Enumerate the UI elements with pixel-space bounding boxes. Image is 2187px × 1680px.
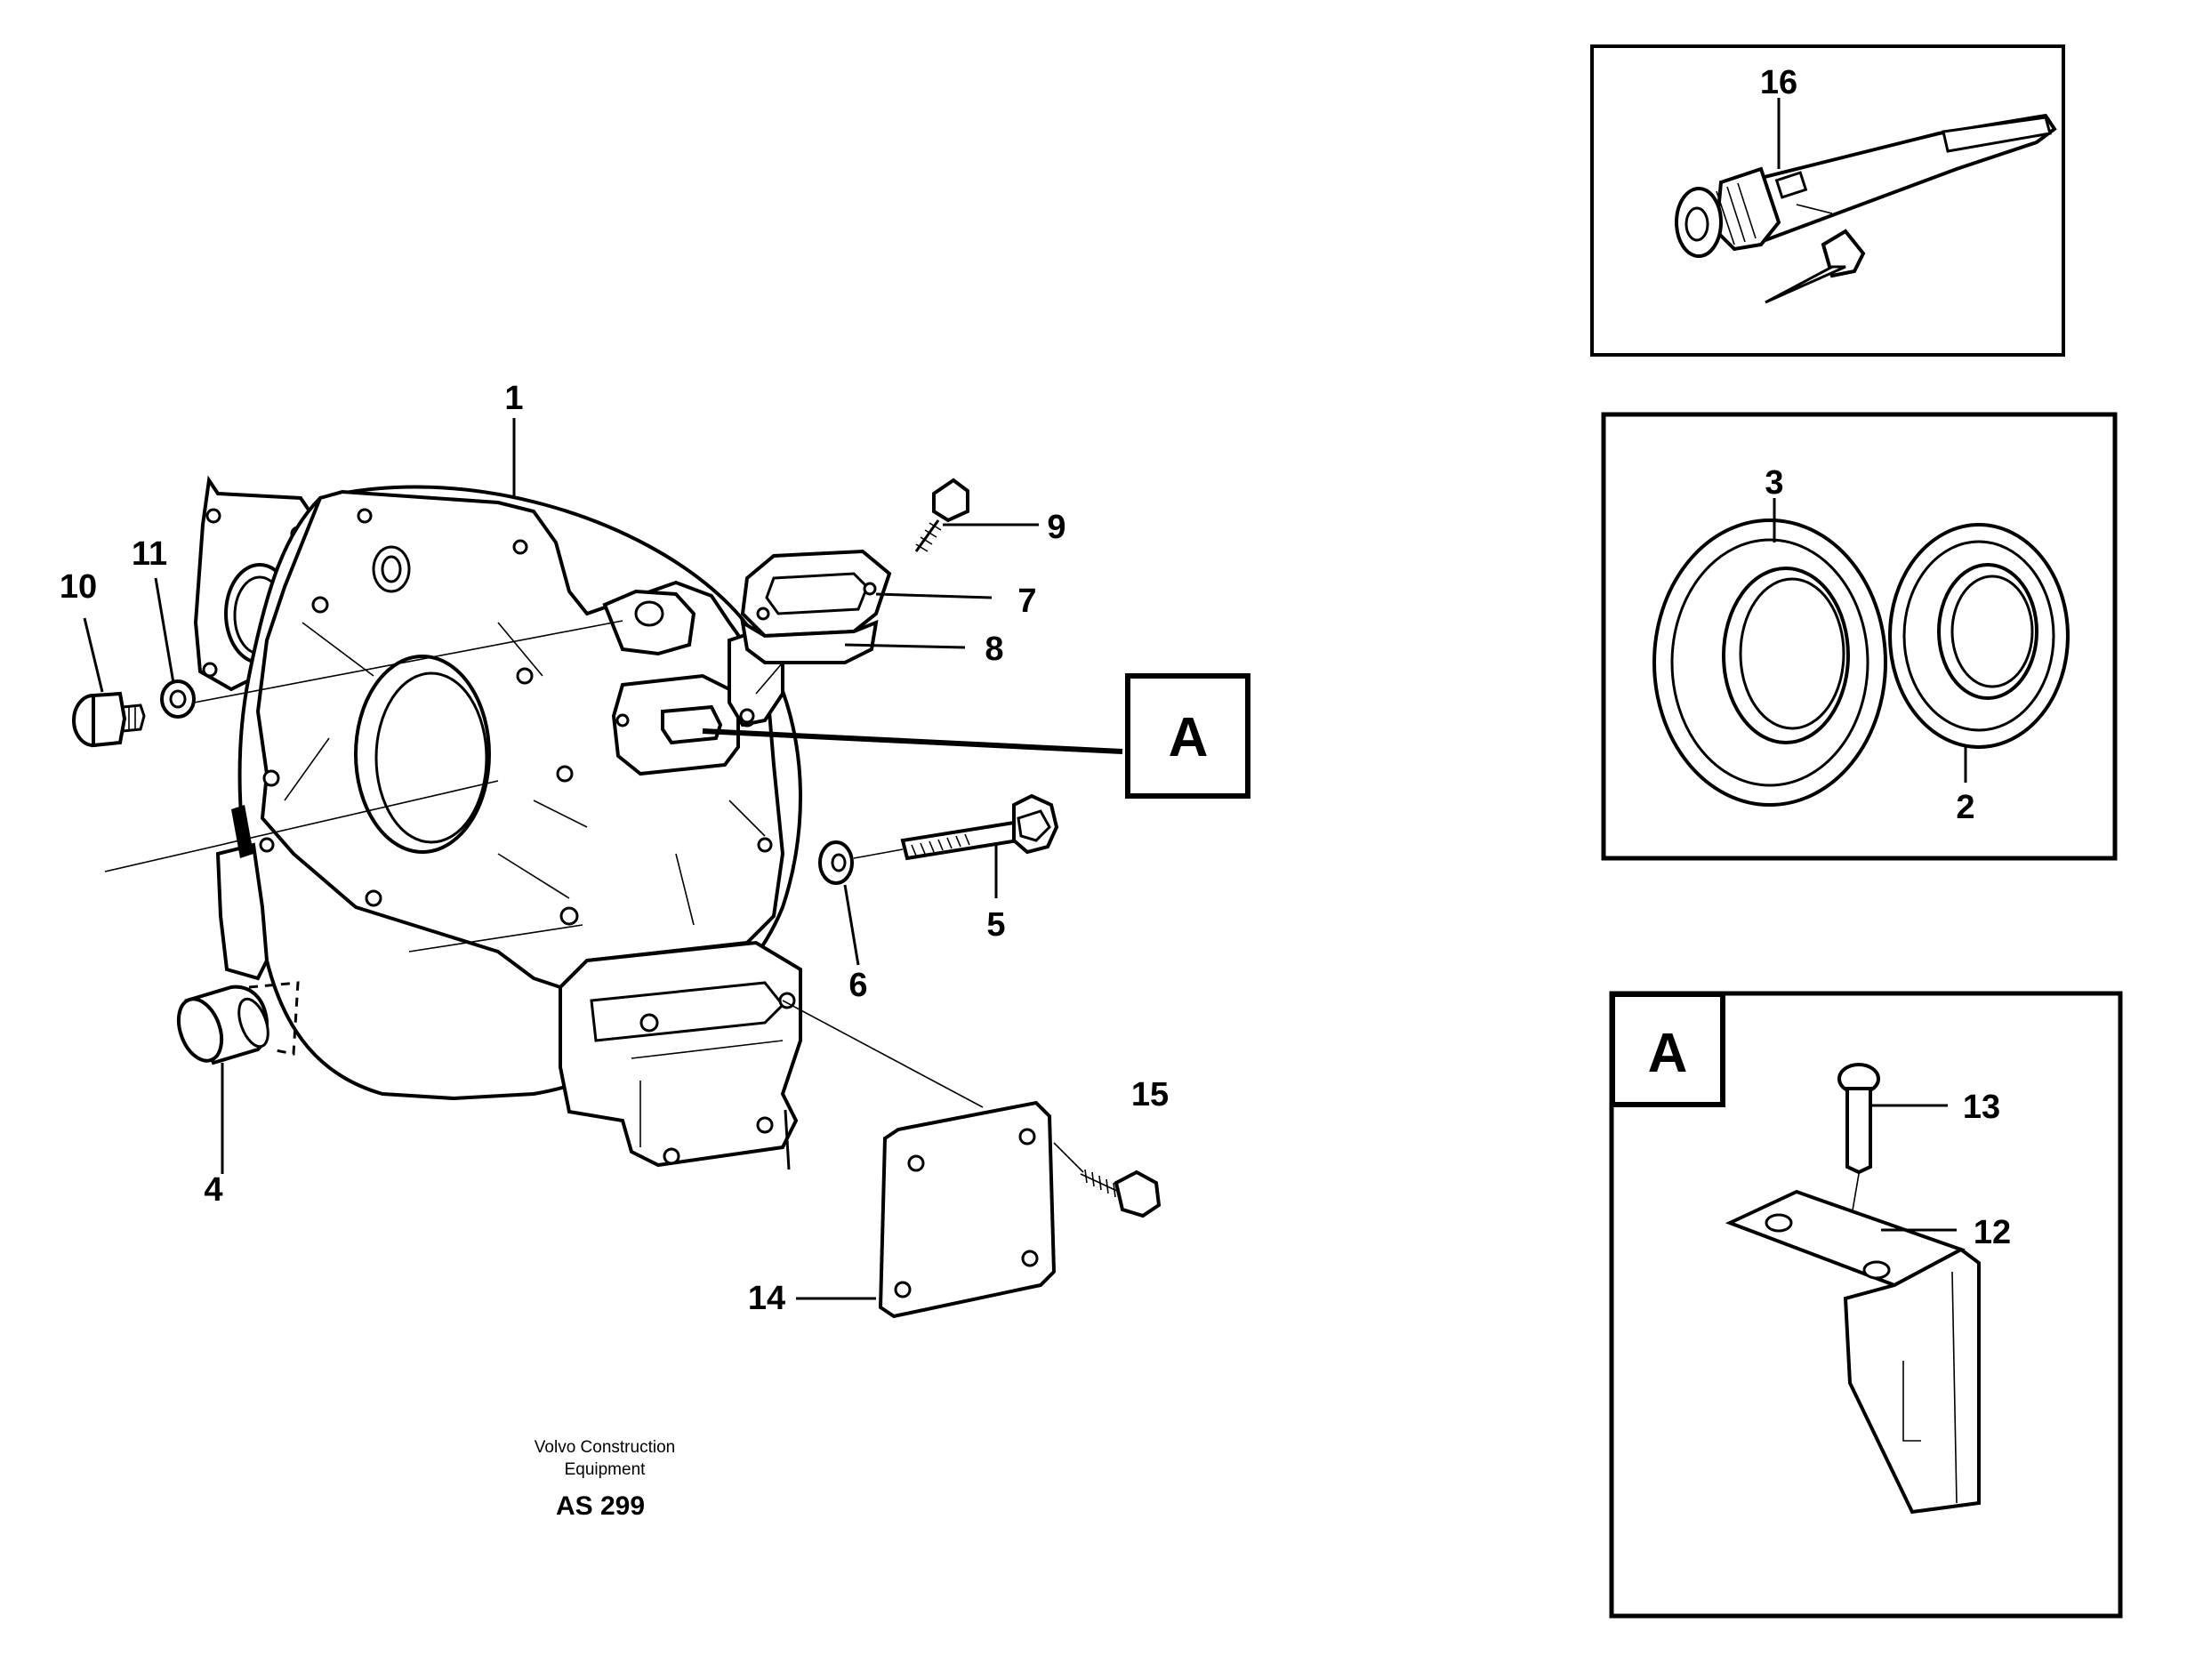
callout-15: 15 [1131,1076,1169,1113]
callout-9: 9 [1047,509,1065,546]
inset-sealant [1590,44,2065,357]
callout-2: 2 [1956,789,1974,826]
callout-5: 5 [986,906,1005,944]
detail-reference-a [1125,673,1250,799]
screw-part-15 [1080,1169,1162,1218]
inset-seals [1601,412,2118,861]
callout-12: 12 [1974,1214,2011,1251]
callout-13: 13 [1963,1089,2000,1126]
caption-line-2: Equipment [565,1460,647,1479]
callout-11: 11 [132,535,167,573]
callout-16: 16 [1760,64,1797,101]
detail-letter-main: A [1169,707,1209,768]
washer-part-6 [818,840,854,885]
callout-4: 4 [204,1171,222,1209]
callout-6: 6 [848,967,867,1004]
callout-8: 8 [985,631,1003,668]
callout-1: 1 [504,380,523,417]
callout-7: 7 [1017,583,1036,620]
callout-3: 3 [1765,464,1783,502]
gasket-part-8 [740,619,879,664]
screw-part-9 [914,478,969,552]
bolt-part-5 [900,793,1059,861]
caption-block: Volvo Construction Equipment AS 299 [535,1438,675,1521]
washer-part-11 [160,679,196,719]
sensor-part-7 [740,549,892,639]
flywheel-housing [193,475,802,1168]
leader-lines [83,418,1123,1300]
detail-letter-inset: A [1648,1023,1688,1084]
inset-detail-a [1609,991,2123,1619]
callout-14: 14 [748,1280,785,1317]
plug-part-10 [72,691,146,748]
sleeve-part-4 [176,985,269,1065]
callout-10: 10 [60,568,97,606]
callout-labels: 1 2 3 4 5 6 7 8 9 10 11 12 13 14 15 16 A… [60,64,2011,1317]
drawing-code: AS 299 [556,1491,645,1521]
cover-plate-part-14 [878,1100,1057,1319]
caption-line-1: Volvo Construction [535,1438,675,1457]
